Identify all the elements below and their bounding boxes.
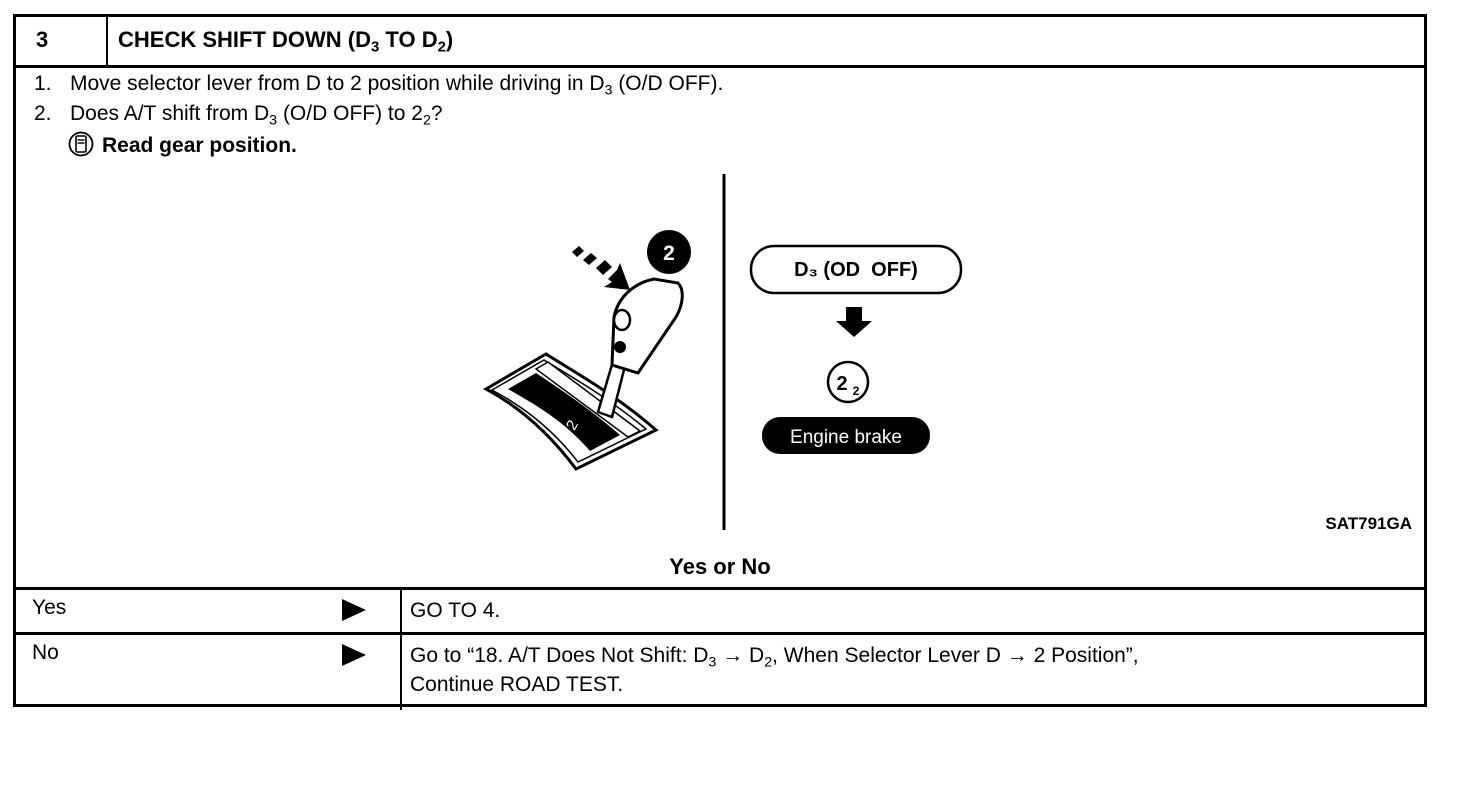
answer-result: GO TO 4. bbox=[410, 599, 501, 622]
instruction-number: 2. bbox=[34, 102, 52, 125]
instruction-item: 1. Move selector lever from D to 2 positi… bbox=[34, 69, 723, 99]
answer-result: Go to “18. A/T Does Not Shift: D3 → D2, … bbox=[410, 644, 1139, 696]
gate-position-label: 2 bbox=[563, 417, 582, 433]
shift-gate: 2 bbox=[482, 352, 659, 471]
read-gear-text: Read gear position. bbox=[102, 134, 297, 157]
column-divider bbox=[400, 635, 402, 710]
step-title: CHECK SHIFT DOWN (D3 TO D2) bbox=[118, 27, 454, 56]
down-arrow-icon bbox=[836, 307, 872, 337]
instruction-item: 2. Does A/T shift from D3 (O/D OFF) to 22… bbox=[34, 99, 723, 129]
push-motion-icon bbox=[572, 246, 630, 290]
answer-label: Yes bbox=[32, 596, 67, 619]
instruction-list: 1. Move selector lever from D to 2 positi… bbox=[34, 69, 723, 129]
target-gear-main: 2 bbox=[836, 373, 847, 395]
instruction-text: Move selector lever from D to 2 position… bbox=[70, 72, 724, 99]
shift-state-diagram: D₃ (OD OFF) 2 2 Engine brake bbox=[749, 244, 963, 454]
column-divider bbox=[400, 590, 402, 635]
question-label: Yes or No bbox=[669, 554, 771, 579]
arrow-right-icon bbox=[342, 599, 366, 621]
arrow-right-icon bbox=[342, 644, 366, 666]
current-gear-box: D₃ (OD OFF) bbox=[794, 259, 918, 281]
answer-row-yes: Yes GO TO 4. bbox=[16, 587, 1424, 635]
instruction-text: Does A/T shift from D3 (O/D OFF) to 22? bbox=[70, 102, 443, 129]
read-gear-note: Read gear position. bbox=[68, 131, 297, 161]
selector-lever bbox=[596, 277, 684, 419]
consult-tester-icon bbox=[68, 131, 94, 157]
instruction-number: 1. bbox=[34, 72, 52, 95]
badge-number: 2 bbox=[663, 242, 675, 265]
target-gear-sub: 2 bbox=[853, 384, 860, 398]
check-procedure-table: 3 CHECK SHIFT DOWN (D3 TO D2) 1. Move sel… bbox=[13, 14, 1427, 710]
step-number: 3 bbox=[16, 17, 108, 65]
figure-id: SAT791GA bbox=[1325, 514, 1412, 533]
answer-label: No bbox=[32, 641, 59, 664]
step-badge-icon: 2 bbox=[647, 230, 691, 274]
answer-row-no: No Go to “18. A/T Does Not Shift: D3 → D… bbox=[16, 632, 1424, 710]
engine-brake-label: Engine brake bbox=[790, 427, 902, 448]
step-header: 3 CHECK SHIFT DOWN (D3 TO D2) bbox=[16, 17, 1424, 68]
